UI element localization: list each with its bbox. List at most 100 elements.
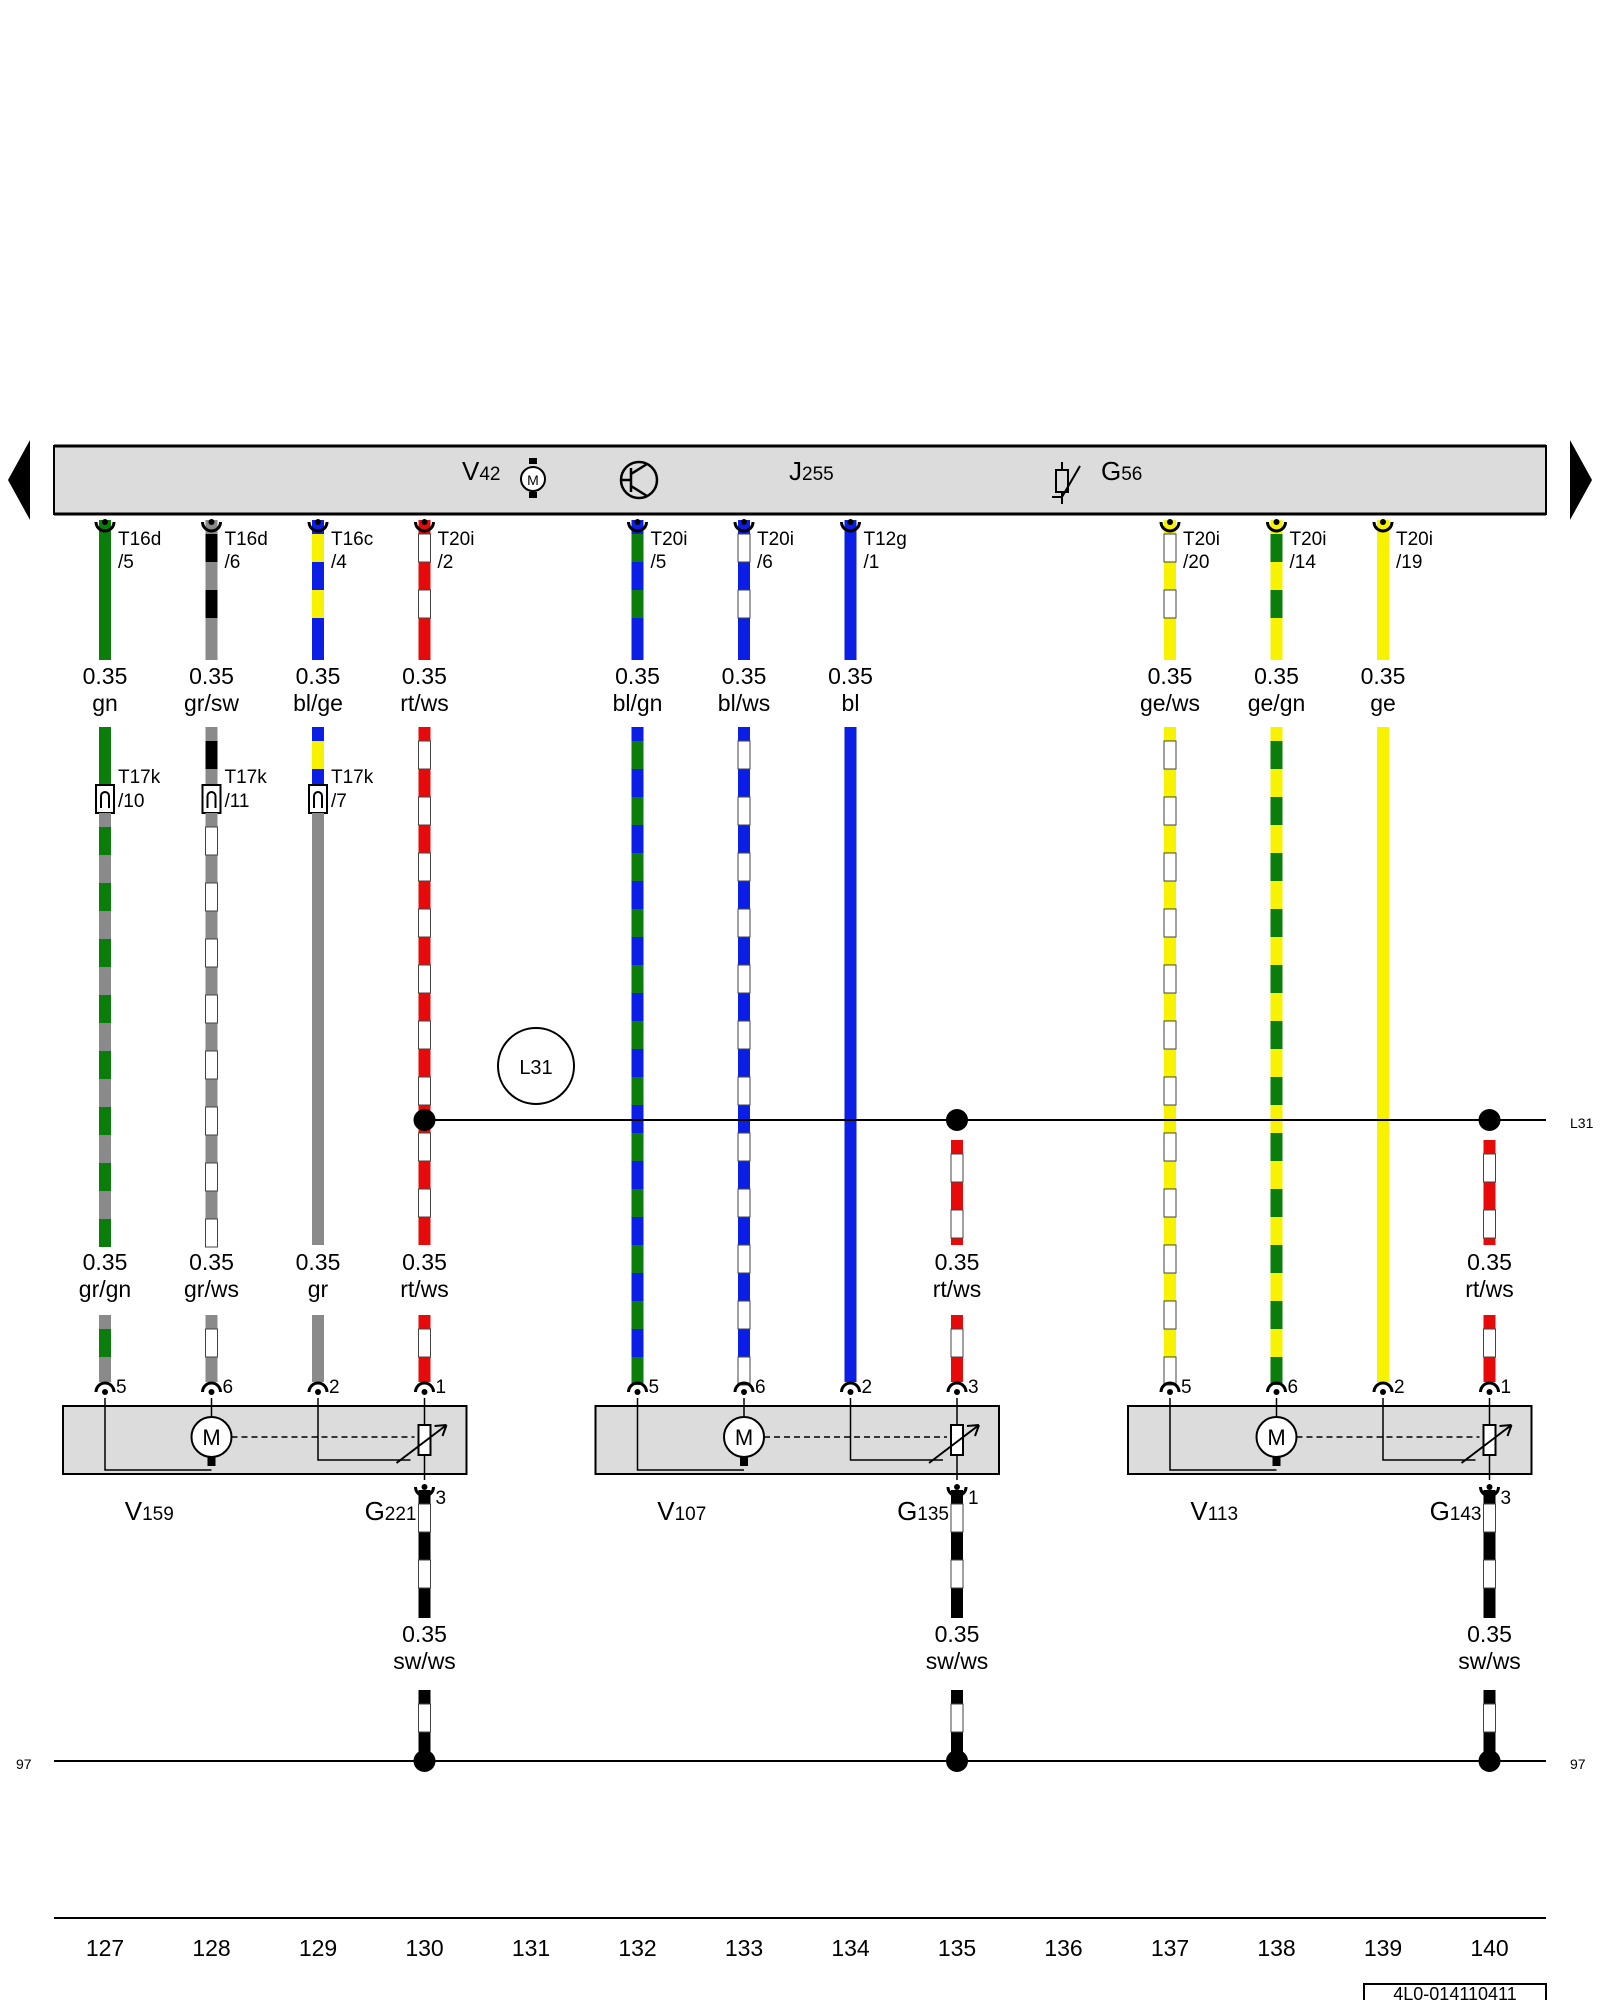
wire-127-top-pin-icon-dot — [102, 519, 108, 525]
wire-127-top-color: gn — [92, 690, 118, 716]
wire-129-plug-icon — [308, 784, 328, 814]
wire-133-lower-segment-stripe — [737, 908, 751, 938]
wire-137-lower-segment-stripe — [1163, 1188, 1177, 1218]
wire-133-top-connector: T20i — [757, 529, 794, 550]
wire-129-bottom-color: gr — [308, 1276, 329, 1302]
wire-132-lower-segment-stripe — [631, 1301, 644, 1329]
wire-138-lower-segment-stripe — [1270, 1357, 1283, 1385]
wire-138-top-segment-stripe — [1270, 534, 1283, 562]
actuator-1-internal-wire-c — [317, 1398, 411, 1461]
wire-127-top-pin: /5 — [118, 552, 134, 573]
wire-137-lower-segment-stripe — [1163, 1300, 1177, 1330]
wire-134-top-segment — [844, 520, 857, 660]
wire-137-top-size: 0.35 — [1148, 663, 1193, 689]
wire-134-top-size: 0.35 — [828, 663, 873, 689]
wire-130-lower-segment-stripe — [418, 1132, 431, 1162]
l31-label: L31 — [519, 1057, 552, 1079]
diagram-frame — [8, 440, 1592, 520]
wire-128-top-connector: T16d — [225, 529, 268, 550]
actuator-1-wiper-arrow — [395, 1424, 448, 1464]
scroll-right-arrow-icon[interactable] — [1570, 440, 1592, 520]
wire-128-lower-segment-stripe — [205, 826, 218, 856]
wire-127-bottom-size: 0.35 — [83, 1249, 128, 1275]
actuator-1-sensor-label: G221 — [365, 1496, 417, 1526]
wire-138-lower-segment — [1270, 727, 1283, 1382]
actuator-2-wiper-arrow — [928, 1424, 980, 1464]
wire-127-end-segment-stripe — [99, 1329, 111, 1357]
wire-134-top-connector: T12g — [864, 529, 907, 550]
wire-133-lower-segment-stripe — [737, 1356, 751, 1386]
wire-129-mid-pin: /7 — [331, 791, 347, 812]
wire-127-lower-segment-stripe — [99, 1219, 111, 1247]
wire-140-bottom-pin-icon-dot — [1486, 1389, 1493, 1395]
wire-137-lower-segment-stripe — [1163, 852, 1177, 882]
wire-130-end-segment-stripe — [418, 1328, 431, 1358]
wire-127-lower-segment-stripe — [99, 827, 111, 855]
wire-138-lower-segment-stripe — [1270, 1133, 1283, 1161]
wire-132-top-segment-stripe — [631, 590, 644, 618]
scroll-left-arrow-icon[interactable] — [8, 440, 30, 520]
wire-130-top-segment-stripe — [418, 533, 431, 563]
wire-133-lower-segment-stripe — [737, 1132, 751, 1162]
motor-icon-top — [529, 458, 537, 464]
wire-138-top-segment-stripe — [1270, 590, 1283, 618]
wire-128-bottom-size: 0.35 — [189, 1249, 234, 1275]
wire-135-end-segment-stripe — [950, 1328, 964, 1358]
wire-135-lower-segment-stripe — [950, 1209, 964, 1239]
actuator-2-internal-wire-a — [636, 1398, 744, 1471]
l31-splice-140 — [1478, 1109, 1501, 1131]
wire-129-mid-connector: T17k — [331, 767, 374, 788]
wire-138-lower-segment-stripe — [1270, 1021, 1283, 1049]
wire-129-top-color: bl/ge — [293, 690, 343, 716]
wire-137-lower-segment-stripe — [1163, 796, 1177, 826]
wire-135-bottom-pin-icon-dot — [954, 1389, 960, 1395]
wire-133-lower-segment-stripe — [737, 1076, 751, 1106]
actuator-2-ground-upper-stripe — [950, 1559, 964, 1589]
actuator-2-sensor-label: G135 — [897, 1496, 949, 1526]
wire-129-top-connector: T16c — [331, 529, 373, 550]
wire-128-lower-segment-stripe — [205, 994, 218, 1024]
wire-127-pin-number: 5 — [116, 1377, 127, 1398]
actuator-1-motor-letter: M — [202, 1425, 220, 1450]
wire-128-top-pin-icon-dot — [208, 519, 215, 525]
motor-icon — [723, 1416, 765, 1458]
wire-132-top-pin: /5 — [651, 552, 667, 573]
wire-133-top-pin: /6 — [757, 552, 773, 573]
wire-137-bottom-pin-icon-dot — [1167, 1389, 1173, 1395]
wire-127-lower-segment-stripe — [99, 939, 111, 967]
wire-133-top-pin-icon — [733, 521, 755, 533]
column-number: 139 — [1364, 1935, 1402, 1961]
wire-132-top-size: 0.35 — [615, 663, 660, 689]
wire-133-lower-segment-stripe — [737, 852, 751, 882]
wire-137-lower-segment-stripe — [1163, 1244, 1177, 1274]
actuator-2-motor-label: V107 — [657, 1496, 706, 1526]
wire-129-top-segment-stripe — [312, 534, 324, 562]
wire-130-bottom-size: 0.35 — [402, 1249, 447, 1275]
wire-139-bottom-pin-icon — [1372, 1381, 1394, 1393]
transistor-icon — [619, 460, 659, 500]
wire-128-mid-pin: /11 — [225, 791, 250, 812]
wire-127-lower-segment-stripe — [99, 995, 111, 1023]
actuator-3-internal-wire-a — [1169, 1398, 1277, 1471]
wire-129-bottom-size: 0.35 — [296, 1249, 341, 1275]
wire-132-lower-segment-stripe — [631, 965, 644, 993]
actuator-1-ground-splice — [413, 1750, 436, 1772]
wire-133-lower-segment-stripe — [737, 1244, 751, 1274]
wire-128-lower-segment-stripe — [205, 938, 218, 968]
column-number: 138 — [1257, 1935, 1295, 1961]
wire-139-bottom-pin-icon-dot — [1380, 1389, 1386, 1395]
motor-icon-bottom — [529, 492, 537, 498]
motor-icon — [190, 1416, 233, 1458]
column-number: 128 — [192, 1935, 230, 1961]
wire-138-top-pin: /14 — [1290, 552, 1317, 573]
actuator-1-ground-size: 0.35 — [402, 1621, 447, 1647]
wire-139-top-segment — [1377, 520, 1389, 660]
wire-138-top-color: ge/gn — [1248, 690, 1306, 716]
wire-132-top-color: bl/gn — [613, 690, 663, 716]
wire-129-pin-number: 2 — [329, 1377, 340, 1398]
wire-132-top-pin-icon-dot — [634, 519, 641, 525]
wire-128-plug-icon — [201, 784, 222, 814]
wire-140-bottom-pin-icon — [1479, 1381, 1500, 1393]
